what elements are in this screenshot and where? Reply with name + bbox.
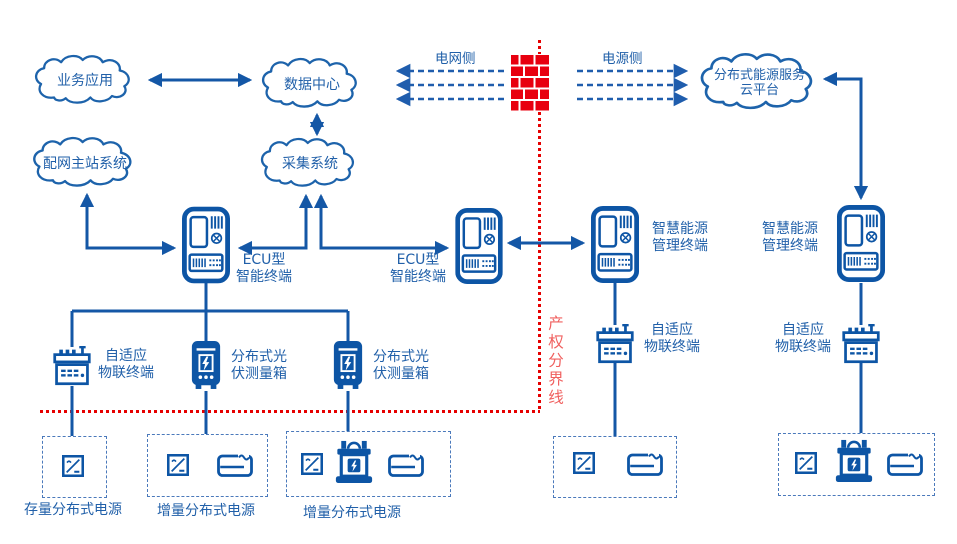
smart-terminal-icon-smart2 [836, 205, 886, 282]
pv-measure-box-icon-2 [332, 338, 364, 391]
smart-terminal-icon-smart1 [590, 206, 640, 283]
arrow-ecu1-distribution [79, 192, 177, 256]
pv-panel-icon [887, 452, 923, 476]
boundary-line-top [538, 40, 541, 54]
boundary-label: 产权分界线 [546, 315, 564, 408]
inverter-icon [573, 452, 595, 474]
pv1-label: 分布式光 伏测量箱 [231, 349, 287, 382]
cloud-business-application: 业务应用 [31, 54, 139, 108]
cloud-distribution-label: 配网主站系统 [43, 155, 127, 172]
incremental2-power-label: 增量分布式电源 [303, 505, 401, 521]
storage-battery-icon [334, 438, 374, 485]
smart2-label: 智慧能源 管理终端 [762, 221, 818, 254]
smart1-label: 智慧能源 管理终端 [652, 221, 708, 254]
cloud-platform-label: 分布式能源服务 云平台 [713, 68, 805, 98]
iot-meter-icon-2 [595, 323, 635, 365]
iot1-label: 自适应 物联终端 [98, 348, 154, 381]
ecu2-label: ECU型 智能终端 [390, 252, 446, 285]
grid-side-label: 电网侧 [435, 51, 476, 67]
iot-meter-icon-3 [841, 323, 881, 365]
cloud-business-label: 业务应用 [57, 73, 113, 89]
iot-meter-icon-1 [52, 345, 92, 387]
inverter-icon [167, 454, 189, 476]
arrow-platform-smart2 [822, 71, 869, 201]
inverter-icon [795, 452, 817, 474]
smart-terminal-icon-ecu1 [182, 206, 230, 284]
pv-panel-icon [217, 453, 253, 477]
cloud-distribution-master: 配网主站系统 [29, 136, 141, 191]
arrow-ecu1-collection [237, 193, 314, 256]
iot3-label: 自适应 物联终端 [775, 322, 831, 355]
firewall-brick-icon [511, 55, 549, 112]
storage-battery-icon [834, 437, 874, 484]
incremental1-power-label: 增量分布式电源 [157, 503, 255, 519]
cloud-datacenter-label: 数据中心 [284, 76, 340, 93]
cloud-collection-label: 采集系统 [282, 156, 338, 172]
pv2-label: 分布式光 伏测量箱 [373, 349, 429, 382]
cloud-energy-platform: 分布式能源服务 云平台 [696, 52, 823, 114]
pv-measure-box-icon-1 [190, 338, 222, 391]
existing-power-label: 存量分布式电源 [24, 502, 122, 518]
source-side-label: 电源侧 [602, 51, 643, 67]
pv-panel-icon [627, 452, 663, 476]
cloud-collection-system: 采集系统 [257, 137, 363, 191]
inverter-icon [301, 453, 323, 475]
ecu1-label: ECU型 智能终端 [236, 252, 292, 285]
iot2-label: 自适应 物联终端 [644, 322, 700, 355]
boundary-line-vertical [538, 112, 541, 412]
cloud-data-center: 数据中心 [258, 57, 366, 112]
arrow-collection-ecu2 [313, 193, 450, 256]
boundary-line-horizontal [40, 410, 540, 413]
inverter-icon [62, 455, 84, 477]
smart-terminal-icon-ecu2 [455, 208, 503, 284]
pv-panel-icon [388, 453, 424, 477]
